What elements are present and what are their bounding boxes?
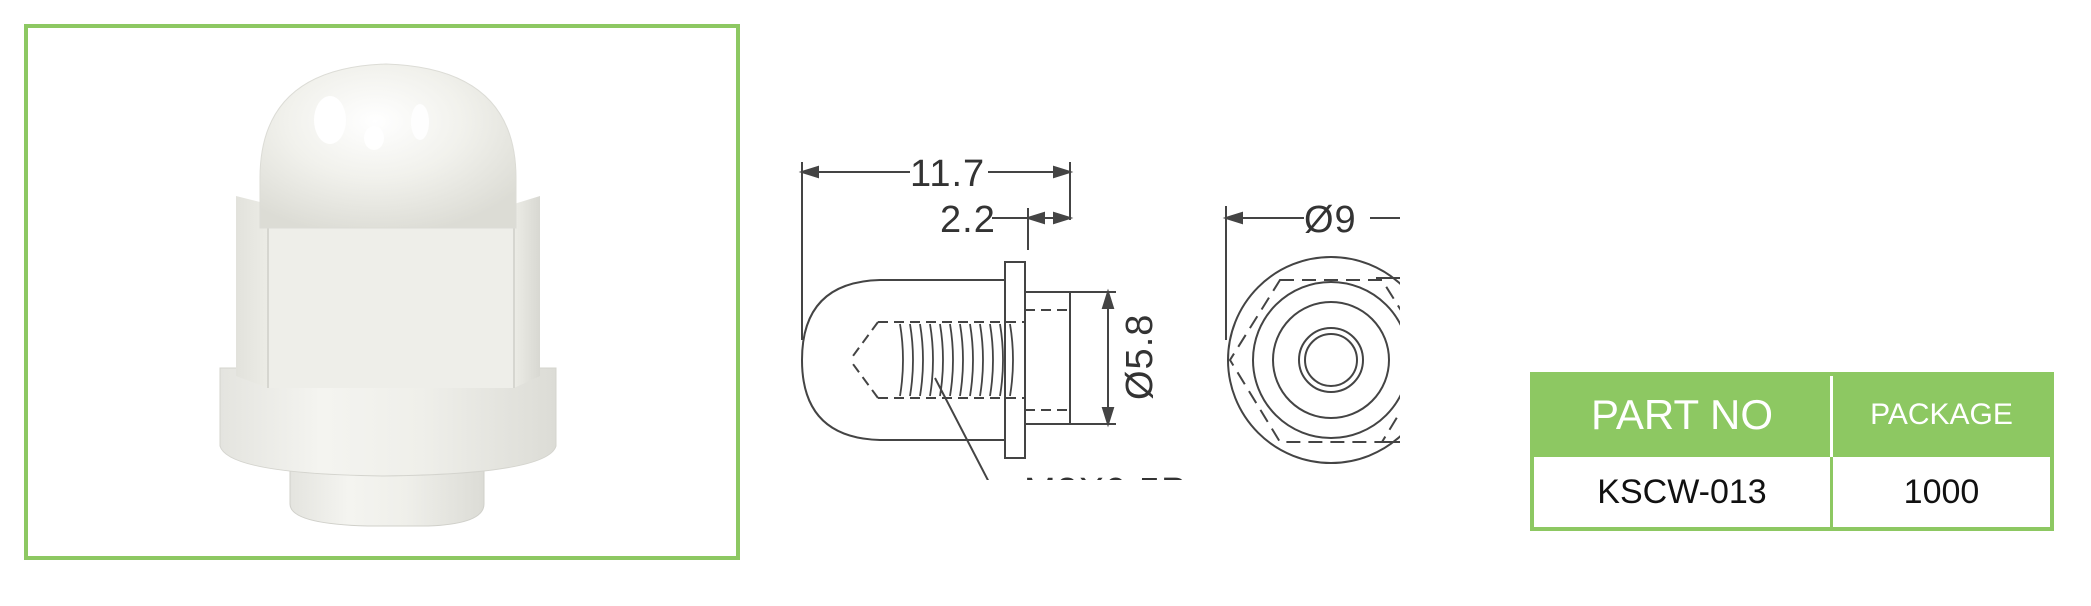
cell-package: 1000 — [1831, 454, 2052, 529]
header-package: PACKAGE — [1831, 374, 2052, 456]
dim-thread: M3X0.5P — [1024, 471, 1187, 480]
part-table: PART NO PACKAGE KSCW-013 1000 — [1530, 372, 2054, 531]
product-photo-frame — [24, 24, 740, 560]
technical-drawing: 11.7 2.2 Ø5.8 M3X0.5P Ø9 7 — [798, 153, 1400, 480]
dim-length: 11.7 — [910, 153, 985, 195]
table-row: KSCW-013 1000 — [1532, 454, 2052, 529]
header-part-no: PART NO — [1532, 374, 1833, 456]
dim-outer-dia: Ø9 — [1304, 199, 1357, 241]
dim-flange: 2.2 — [940, 199, 996, 241]
dim-body-dia: Ø5.8 — [1119, 314, 1161, 400]
cell-part-no: KSCW-013 — [1532, 454, 1833, 529]
end-view — [1222, 206, 1400, 464]
table-header-row: PART NO PACKAGE — [1532, 374, 2052, 456]
side-view — [798, 162, 1116, 480]
product-photo — [219, 63, 557, 527]
